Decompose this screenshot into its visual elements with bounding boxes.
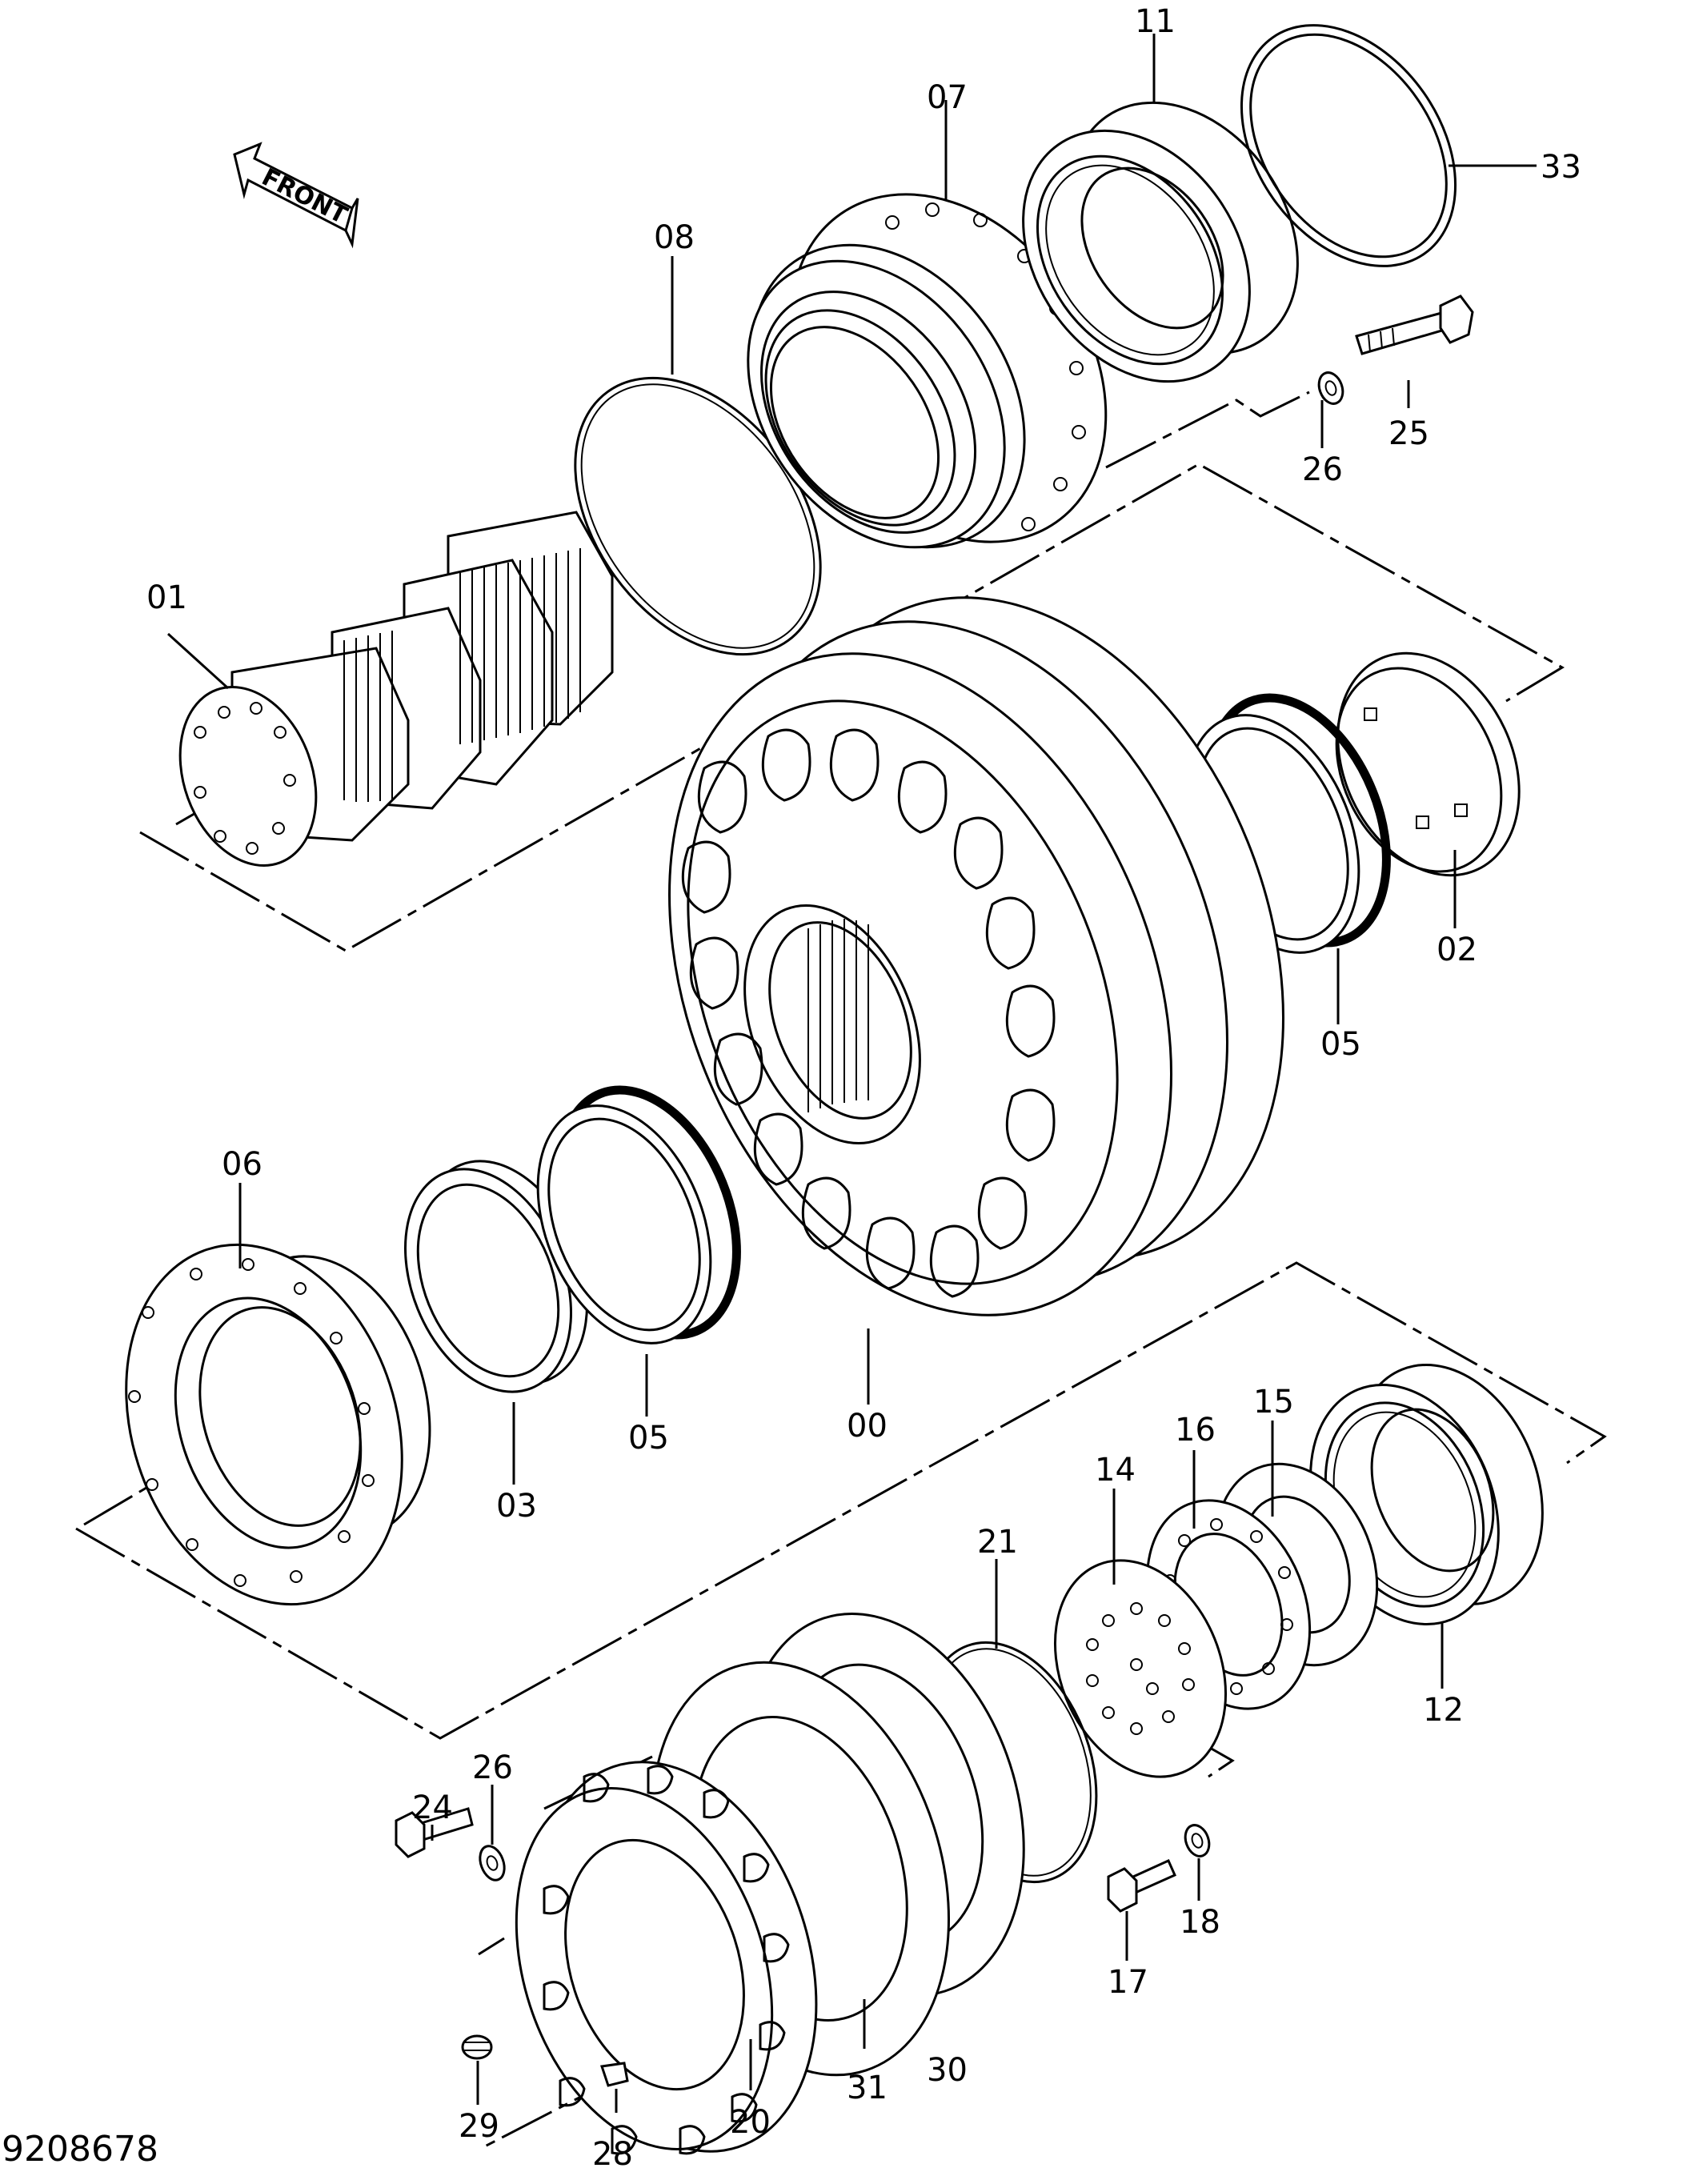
part-14-plate xyxy=(1053,1559,1228,1778)
part-24-bolt xyxy=(395,1807,474,1858)
label-part-26-top: 26 xyxy=(1302,451,1343,488)
drawing-number: 9208678 xyxy=(2,2129,158,2170)
label-part-07: 07 xyxy=(927,79,968,116)
label-part-31: 31 xyxy=(847,2070,888,2106)
label-part-18: 18 xyxy=(1180,1904,1220,1941)
part-29-plug xyxy=(461,2034,493,2060)
label-part-05-left: 05 xyxy=(628,1420,669,1457)
label-part-02: 02 xyxy=(1437,932,1477,968)
label-part-00: 00 xyxy=(847,1408,888,1445)
part-05-seal-left xyxy=(536,1085,741,1344)
label-part-29: 29 xyxy=(459,2108,499,2145)
label-part-15: 15 xyxy=(1253,1384,1294,1421)
label-part-01: 01 xyxy=(146,579,187,616)
part-01-shaft xyxy=(178,511,614,867)
front-label: FRONT xyxy=(257,163,352,230)
label-part-17: 17 xyxy=(1108,1964,1148,2001)
part-26-washer-top xyxy=(1317,371,1344,405)
label-part-30: 30 xyxy=(927,2052,968,2089)
part-28-plug xyxy=(600,2062,629,2087)
part-11-bearing xyxy=(1022,101,1299,383)
part-number-labels: 00 01 02 03 05 05 06 07 08 11 12 14 15 1… xyxy=(146,3,1581,2173)
label-part-33: 33 xyxy=(1541,149,1581,186)
part-33-ring xyxy=(1240,24,1457,267)
leader-lines xyxy=(166,34,1537,2113)
label-part-21: 21 xyxy=(977,1524,1018,1561)
label-part-16: 16 xyxy=(1175,1412,1216,1449)
front-arrow-icon: FRONT xyxy=(233,142,359,249)
label-part-08: 08 xyxy=(654,219,695,256)
label-part-28: 28 xyxy=(592,2136,633,2173)
part-07-housing xyxy=(747,193,1108,549)
label-part-05-right: 05 xyxy=(1320,1026,1361,1063)
part-17-bolt xyxy=(1107,1859,1176,1913)
label-part-26-bottom: 26 xyxy=(472,1749,513,1786)
label-part-11: 11 xyxy=(1135,3,1176,40)
part-20-carrier xyxy=(515,1761,818,2155)
part-26-washer-bottom xyxy=(479,1845,506,1881)
label-part-20: 20 xyxy=(730,2104,771,2141)
part-00-hub xyxy=(668,596,1284,1316)
part-25-bolt xyxy=(1355,295,1474,355)
label-part-14: 14 xyxy=(1095,1452,1136,1489)
label-part-12: 12 xyxy=(1423,1692,1464,1729)
label-part-06: 06 xyxy=(222,1146,262,1183)
part-06-flange xyxy=(125,1243,431,1606)
label-part-24: 24 xyxy=(412,1789,453,1826)
label-part-03: 03 xyxy=(496,1488,537,1525)
label-part-25: 25 xyxy=(1388,415,1429,452)
part-18-washer xyxy=(1184,1824,1211,1857)
